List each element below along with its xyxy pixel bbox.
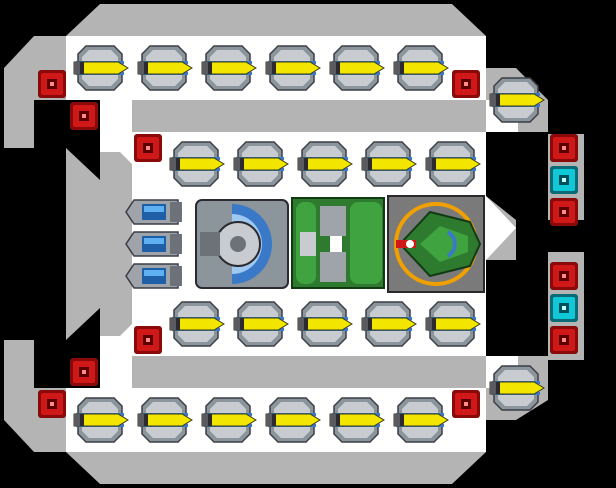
red-cargo-crate-icon[interactable] xyxy=(70,358,98,386)
thruster-bank xyxy=(125,199,183,289)
cyan-cargo-crate-icon[interactable] xyxy=(550,294,578,322)
void-channels xyxy=(34,100,616,388)
red-cargo-crate-icon[interactable] xyxy=(70,102,98,130)
red-cargo-crate-icon[interactable] xyxy=(134,326,162,354)
missile-pod-icon[interactable] xyxy=(137,397,193,443)
power-core-icon xyxy=(291,197,385,289)
missile-pod-icon[interactable] xyxy=(265,397,321,443)
thruster-icon xyxy=(125,199,183,225)
command-bridge-icon xyxy=(394,202,482,286)
missile-pod-icon[interactable] xyxy=(489,365,545,411)
red-cargo-crate-icon[interactable] xyxy=(550,134,578,162)
thruster-icon xyxy=(125,263,183,289)
missile-pod-icon[interactable] xyxy=(201,45,257,91)
missile-pod-icon[interactable] xyxy=(425,301,481,347)
red-cargo-crate-icon[interactable] xyxy=(134,134,162,162)
missile-pod-icon[interactable] xyxy=(233,141,289,187)
red-cargo-crate-icon[interactable] xyxy=(452,390,480,418)
missile-pod-icon[interactable] xyxy=(265,45,321,91)
red-cargo-crate-icon[interactable] xyxy=(38,390,66,418)
missile-pod-icon[interactable] xyxy=(329,45,385,91)
red-cargo-crate-icon[interactable] xyxy=(550,262,578,290)
missile-pod-icon[interactable] xyxy=(137,45,193,91)
missile-pod-icon[interactable] xyxy=(361,301,417,347)
missile-pod-icon[interactable] xyxy=(73,45,129,91)
missile-pod-icon[interactable] xyxy=(425,141,481,187)
missile-pod-icon[interactable] xyxy=(297,141,353,187)
missile-pod-icon[interactable] xyxy=(329,397,385,443)
red-cargo-crate-icon[interactable] xyxy=(452,70,480,98)
missile-pod-icon[interactable] xyxy=(297,301,353,347)
cyan-cargo-crate-icon[interactable] xyxy=(550,166,578,194)
missile-pod-icon[interactable] xyxy=(361,141,417,187)
missile-pod-icon[interactable] xyxy=(393,397,449,443)
missile-pod-icon[interactable] xyxy=(169,141,225,187)
shield-generator-icon xyxy=(195,199,289,289)
missile-pod-icon[interactable] xyxy=(393,45,449,91)
missile-pod-icon[interactable] xyxy=(169,301,225,347)
red-cargo-crate-icon[interactable] xyxy=(38,70,66,98)
missile-pod-icon[interactable] xyxy=(201,397,257,443)
missile-pod-icon[interactable] xyxy=(489,77,545,123)
missile-pod-icon[interactable] xyxy=(233,301,289,347)
red-cargo-crate-icon[interactable] xyxy=(550,198,578,226)
red-cargo-crate-icon[interactable] xyxy=(550,326,578,354)
thruster-icon xyxy=(125,231,183,257)
missile-pod-icon[interactable] xyxy=(73,397,129,443)
